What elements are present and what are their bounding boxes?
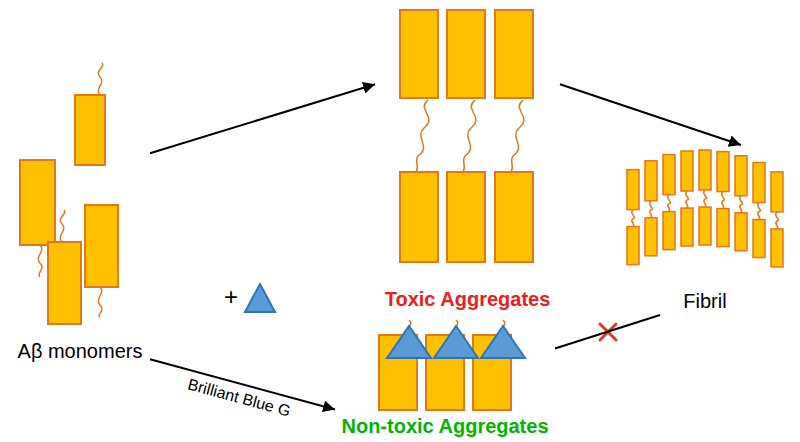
monomer-group: Aβ monomers bbox=[10, 75, 150, 365]
aggregate-group: Non-toxic Aggregates bbox=[335, 318, 555, 440]
aggregate-group: Toxic Aggregates bbox=[375, 8, 560, 313]
toxic-aggregate-figure bbox=[400, 10, 533, 262]
monomer bbox=[75, 95, 105, 165]
peptide-block bbox=[400, 172, 438, 262]
fibril-block bbox=[717, 209, 729, 247]
peptide-tail bbox=[632, 210, 635, 227]
node-label: Toxic Aggregates bbox=[385, 288, 551, 311]
peptide-tail bbox=[463, 100, 476, 172]
nontoxic-aggregate-figure bbox=[379, 320, 525, 410]
fibril-block bbox=[771, 172, 783, 212]
peptide-block bbox=[495, 172, 533, 262]
fibril-block bbox=[771, 229, 783, 267]
peptide-tail bbox=[60, 210, 65, 242]
reaction-arrow bbox=[150, 84, 375, 153]
reaction-arrow bbox=[560, 84, 741, 145]
peptide-tail bbox=[416, 100, 429, 172]
fibril-block bbox=[753, 220, 765, 258]
node-label: Fibril bbox=[683, 290, 726, 313]
peptide-block bbox=[447, 172, 485, 262]
fibril-block bbox=[681, 208, 693, 246]
fibril-block bbox=[645, 161, 657, 201]
fibril-block bbox=[735, 156, 747, 196]
fibril-block bbox=[735, 213, 747, 251]
peptide-tail bbox=[38, 245, 42, 277]
dye-triangle bbox=[245, 284, 275, 312]
node-label: Non-toxic Aggregates bbox=[341, 415, 548, 438]
peptide-tail bbox=[511, 100, 524, 172]
monomer bbox=[20, 160, 55, 245]
reaction-arrow bbox=[555, 315, 660, 349]
dye-triangle bbox=[387, 326, 431, 358]
fibril-block bbox=[627, 170, 639, 210]
dye-triangle bbox=[481, 326, 525, 358]
peptide-tail bbox=[704, 190, 707, 207]
monomer bbox=[85, 205, 118, 287]
peptide-tail bbox=[98, 63, 103, 95]
fibril-block bbox=[717, 152, 729, 192]
peptide-tail bbox=[776, 212, 779, 229]
fibril-figure bbox=[627, 150, 783, 267]
node-label: Aβ monomers bbox=[18, 340, 143, 363]
arrow-label: Brilliant Blue G bbox=[185, 375, 292, 420]
fibril-block bbox=[663, 212, 675, 250]
peptide-tail bbox=[668, 195, 671, 212]
plus-sign: + bbox=[224, 283, 238, 311]
peptide-block bbox=[447, 10, 485, 98]
monomer-figure bbox=[20, 63, 118, 324]
peptide-tail bbox=[98, 287, 102, 317]
peptide-tail bbox=[722, 192, 725, 209]
dye-triangle bbox=[434, 326, 478, 358]
fibril-block bbox=[681, 151, 693, 191]
fibril-block bbox=[699, 150, 711, 190]
monomer bbox=[48, 242, 81, 324]
fibril-block bbox=[699, 207, 711, 245]
peptide-tail bbox=[740, 196, 743, 213]
fibril-block bbox=[753, 163, 765, 203]
fibril-block bbox=[645, 218, 657, 256]
fibril-group: Fibril bbox=[615, 145, 795, 315]
peptide-block bbox=[495, 10, 533, 98]
fibril-block bbox=[627, 227, 639, 265]
peptide-tail bbox=[650, 201, 653, 218]
fibril-block bbox=[663, 155, 675, 195]
peptide-tail bbox=[758, 203, 761, 220]
peptide-block bbox=[400, 10, 438, 98]
peptide-tail bbox=[686, 191, 689, 208]
